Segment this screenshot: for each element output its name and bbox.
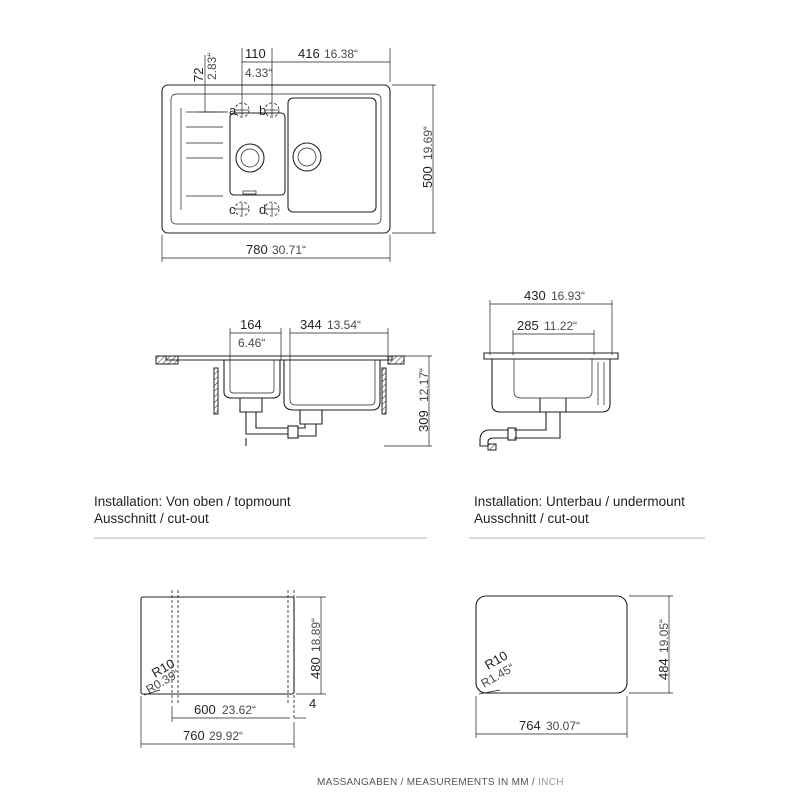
svg-text:72: 72 — [191, 68, 206, 82]
side-section-undermount: 430 16.93“ 285 11.22“ — [479, 288, 619, 451]
dim-285-inch: 11.22“ — [544, 319, 577, 333]
small-bowl-section — [223, 360, 281, 399]
dim-309: 309 — [416, 410, 431, 432]
small-bowl-drain — [235, 143, 265, 173]
dim-110: 110 — [245, 46, 266, 61]
hole-label-b: b — [259, 103, 266, 118]
dim-500: 500 — [420, 166, 435, 188]
top-view: a b c d 72 2.83“ 110 4.33“ 416 16.38“ 50… — [161, 46, 436, 262]
dim-480-inch: 18.89“ — [309, 618, 323, 652]
dim-500-inch: 19.69“ — [421, 126, 435, 160]
drainer-grooves — [180, 108, 223, 210]
dim-780: 780 — [246, 242, 268, 257]
side-section-topmount: 164 6.46“ 344 13.54“ 309 12.17“ — [155, 317, 432, 447]
hole-label-c: c — [229, 202, 236, 217]
undermount-rim — [483, 352, 619, 360]
undermount-drain — [539, 398, 567, 413]
dim-309-inch: 12.17“ — [417, 368, 431, 402]
dim-760: 760 — [183, 728, 205, 743]
topmount-caption-1: Installation: Von oben / topmount — [94, 494, 291, 509]
dim-760-inch: 29.92“ — [209, 729, 243, 743]
dim-4: 4 — [309, 696, 316, 711]
tap-hole-d — [264, 201, 280, 217]
dim-164: 164 — [240, 317, 262, 332]
large-bowl — [287, 97, 377, 213]
dim-764: 764 — [519, 718, 541, 733]
undermount-bowl-inner — [513, 359, 593, 399]
captions: Installation: Von oben / topmount Aussch… — [94, 494, 705, 539]
small-drain — [239, 398, 263, 413]
dim-344: 344 — [300, 317, 322, 332]
footer-note: MASSANGABEN / MEASUREMENTS IN MM / INCH — [317, 777, 564, 788]
trap — [298, 424, 317, 437]
tap-hole-c — [234, 201, 250, 217]
large-bowl-section — [283, 360, 381, 411]
large-drain — [299, 410, 323, 425]
dim-416: 416 — [298, 46, 320, 61]
undermount-caption-2: Ausschnitt / cut-out — [474, 511, 589, 526]
dim-430: 430 — [524, 288, 546, 303]
dim-110-inch: 4.33“ — [245, 66, 272, 80]
small-bowl — [229, 112, 286, 196]
dim-285: 285 — [517, 318, 539, 333]
dim-416-inch: 16.38“ — [324, 47, 358, 61]
overflow-pipe — [245, 412, 288, 435]
hole-label-a: a — [229, 103, 237, 118]
sink-rim — [170, 93, 382, 225]
svg-text:2.83“: 2.83“ — [205, 53, 219, 80]
dim-430-inch: 16.93“ — [551, 289, 585, 303]
cutout-undermount: R10 R1.45“ 484 19.05“ 764 30.07“ — [475, 595, 673, 738]
sink-rim-section — [165, 355, 393, 361]
hole-label-d: d — [259, 202, 266, 217]
undermount-trap — [479, 429, 508, 447]
undermount-waste-pipe — [514, 430, 561, 439]
dim-780-inch: 30.71“ — [272, 243, 306, 257]
dim-484-inch: 19.05“ — [657, 619, 671, 653]
dim-72: 72 2.83“ — [191, 53, 219, 82]
trap-connector — [287, 425, 299, 439]
dim-764-inch: 30.07“ — [546, 719, 580, 733]
undermount-caption-1: Installation: Unterbau / undermount — [474, 494, 685, 509]
clamp-right — [381, 367, 387, 415]
topmount-caption-2: Ausschnitt / cut-out — [94, 511, 209, 526]
dim-480: 480 — [308, 657, 323, 679]
cutout-undermount-rect — [475, 595, 628, 694]
clamp-left — [213, 367, 219, 415]
dim-164-inch: 6.46“ — [238, 336, 265, 350]
cutout-topmount: R10 R0.39“ 480 18.89“ 600 23.62“ 4 760 2… — [140, 590, 326, 748]
large-bowl-drain — [292, 142, 322, 172]
sink-outline — [161, 84, 391, 234]
dim-484: 484 — [656, 658, 671, 680]
tap-holes: a b c d — [229, 102, 280, 217]
dim-600: 600 — [194, 702, 216, 717]
dim-600-inch: 23.62“ — [222, 703, 256, 717]
dim-344-inch: 13.54“ — [327, 318, 361, 332]
